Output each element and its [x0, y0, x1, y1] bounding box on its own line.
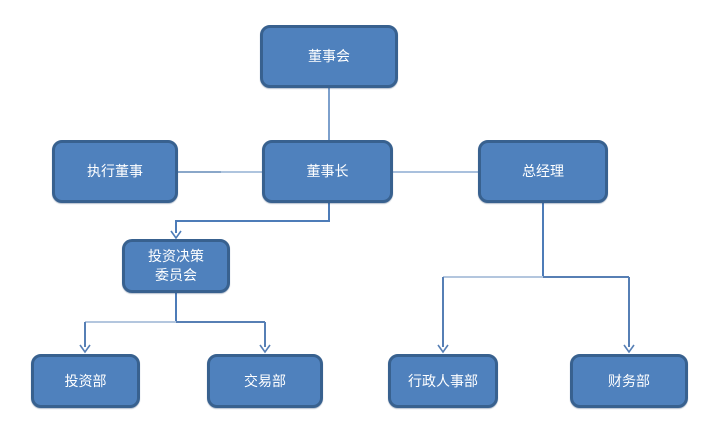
arrowhead-trading [259, 344, 271, 354]
node-investment-committee: 投资决策 委员会 [122, 239, 230, 293]
node-general-manager: 总经理 [478, 140, 608, 203]
arrowhead-adminhr [437, 344, 449, 354]
node-investment-dept: 投资部 [31, 354, 140, 408]
arrowhead-investment [79, 344, 91, 354]
node-chairman: 董事长 [262, 140, 393, 203]
arrowhead-finance [623, 344, 635, 354]
node-executive-director: 执行董事 [52, 140, 178, 203]
node-admin-hr-dept: 行政人事部 [388, 354, 498, 408]
node-finance-dept: 财务部 [570, 354, 688, 408]
node-trading-dept: 交易部 [207, 354, 323, 408]
connector-chairman-committee [175, 203, 330, 233]
node-board-of-directors: 董事会 [260, 25, 398, 88]
arrowhead-committee [170, 230, 182, 240]
